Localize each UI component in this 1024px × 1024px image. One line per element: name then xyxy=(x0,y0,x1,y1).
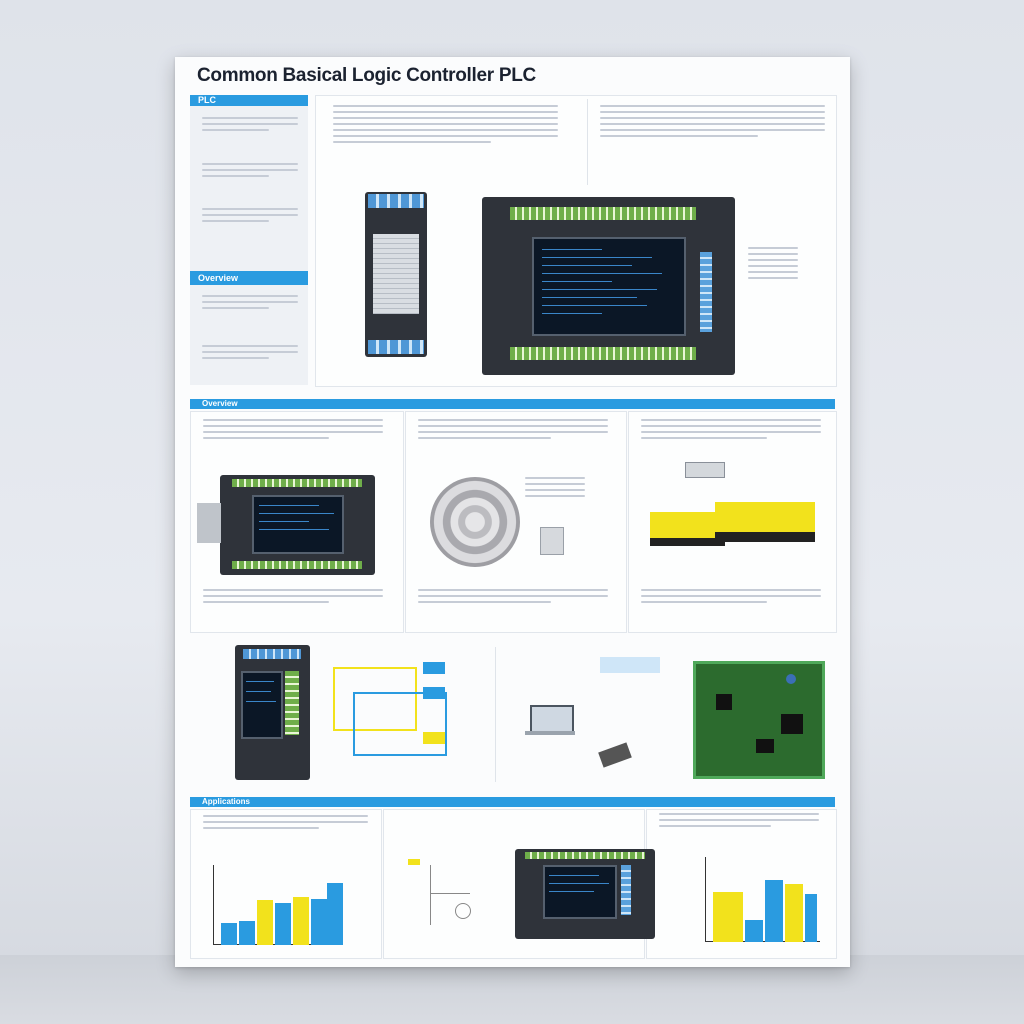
connector-cable-icon xyxy=(685,462,725,478)
panel-f-text xyxy=(659,813,819,831)
poster: Common Basical Logic Controller PLC PLC … xyxy=(175,57,850,967)
sidebar-text-2 xyxy=(202,163,298,181)
section-label-1: Overview xyxy=(202,399,238,408)
network-module-icon xyxy=(600,657,660,673)
divider xyxy=(587,99,588,185)
bar-chart-icon-2 xyxy=(705,857,820,942)
plc-vertical-unit xyxy=(235,645,310,780)
plc-module-icon xyxy=(365,192,427,357)
connector-plug-icon xyxy=(540,527,564,555)
terminal-strip-icon xyxy=(650,512,725,546)
plc-display xyxy=(532,237,686,336)
sidebar-text-3 xyxy=(202,208,298,226)
panel-d-text xyxy=(203,815,368,833)
sidebar-subheader: Overview xyxy=(190,271,308,285)
intro-text xyxy=(333,105,558,147)
sidebar-text-5 xyxy=(202,345,298,363)
panel-a-footer xyxy=(203,589,383,607)
panel-c-footer xyxy=(641,589,821,607)
laptop-base xyxy=(525,731,575,735)
section-label-3: Applications xyxy=(202,797,251,806)
sidebar-header-label: PLC xyxy=(198,95,216,105)
panel-c-text xyxy=(641,419,821,443)
intro-text-right xyxy=(600,105,825,141)
plc-main-unit xyxy=(482,197,735,375)
sidebar-subheader-label: Overview xyxy=(198,273,239,283)
callout-labels xyxy=(748,247,798,283)
divider-row3 xyxy=(495,647,496,782)
panel-b-text xyxy=(418,419,608,443)
sidebar-text-1 xyxy=(202,117,298,135)
pcb-board-icon xyxy=(693,661,825,779)
plc-unit-small xyxy=(220,475,375,575)
sidebar-text-4 xyxy=(202,295,298,313)
coil-callouts xyxy=(525,477,585,501)
panel-b-footer xyxy=(418,589,608,607)
panel-a-text xyxy=(203,419,383,443)
plc-side-plate xyxy=(197,503,221,543)
sensor-probe-icon xyxy=(598,742,632,768)
plc-unit-bottom xyxy=(515,849,655,939)
sensor-coil-icon xyxy=(430,477,520,567)
poster-title: Common Basical Logic Controller PLC xyxy=(197,65,536,86)
section-bar-3: Applications xyxy=(190,797,835,807)
terminal-strip-icon-2 xyxy=(715,502,815,542)
sidebar: PLC Overview xyxy=(190,95,308,385)
wiring-diagram-icon xyxy=(323,657,463,772)
wiring-schematic-icon xyxy=(400,853,480,933)
section-bar-1: Overview xyxy=(190,399,835,409)
sidebar-header: PLC xyxy=(190,95,308,106)
bar-chart-icon xyxy=(213,865,343,945)
